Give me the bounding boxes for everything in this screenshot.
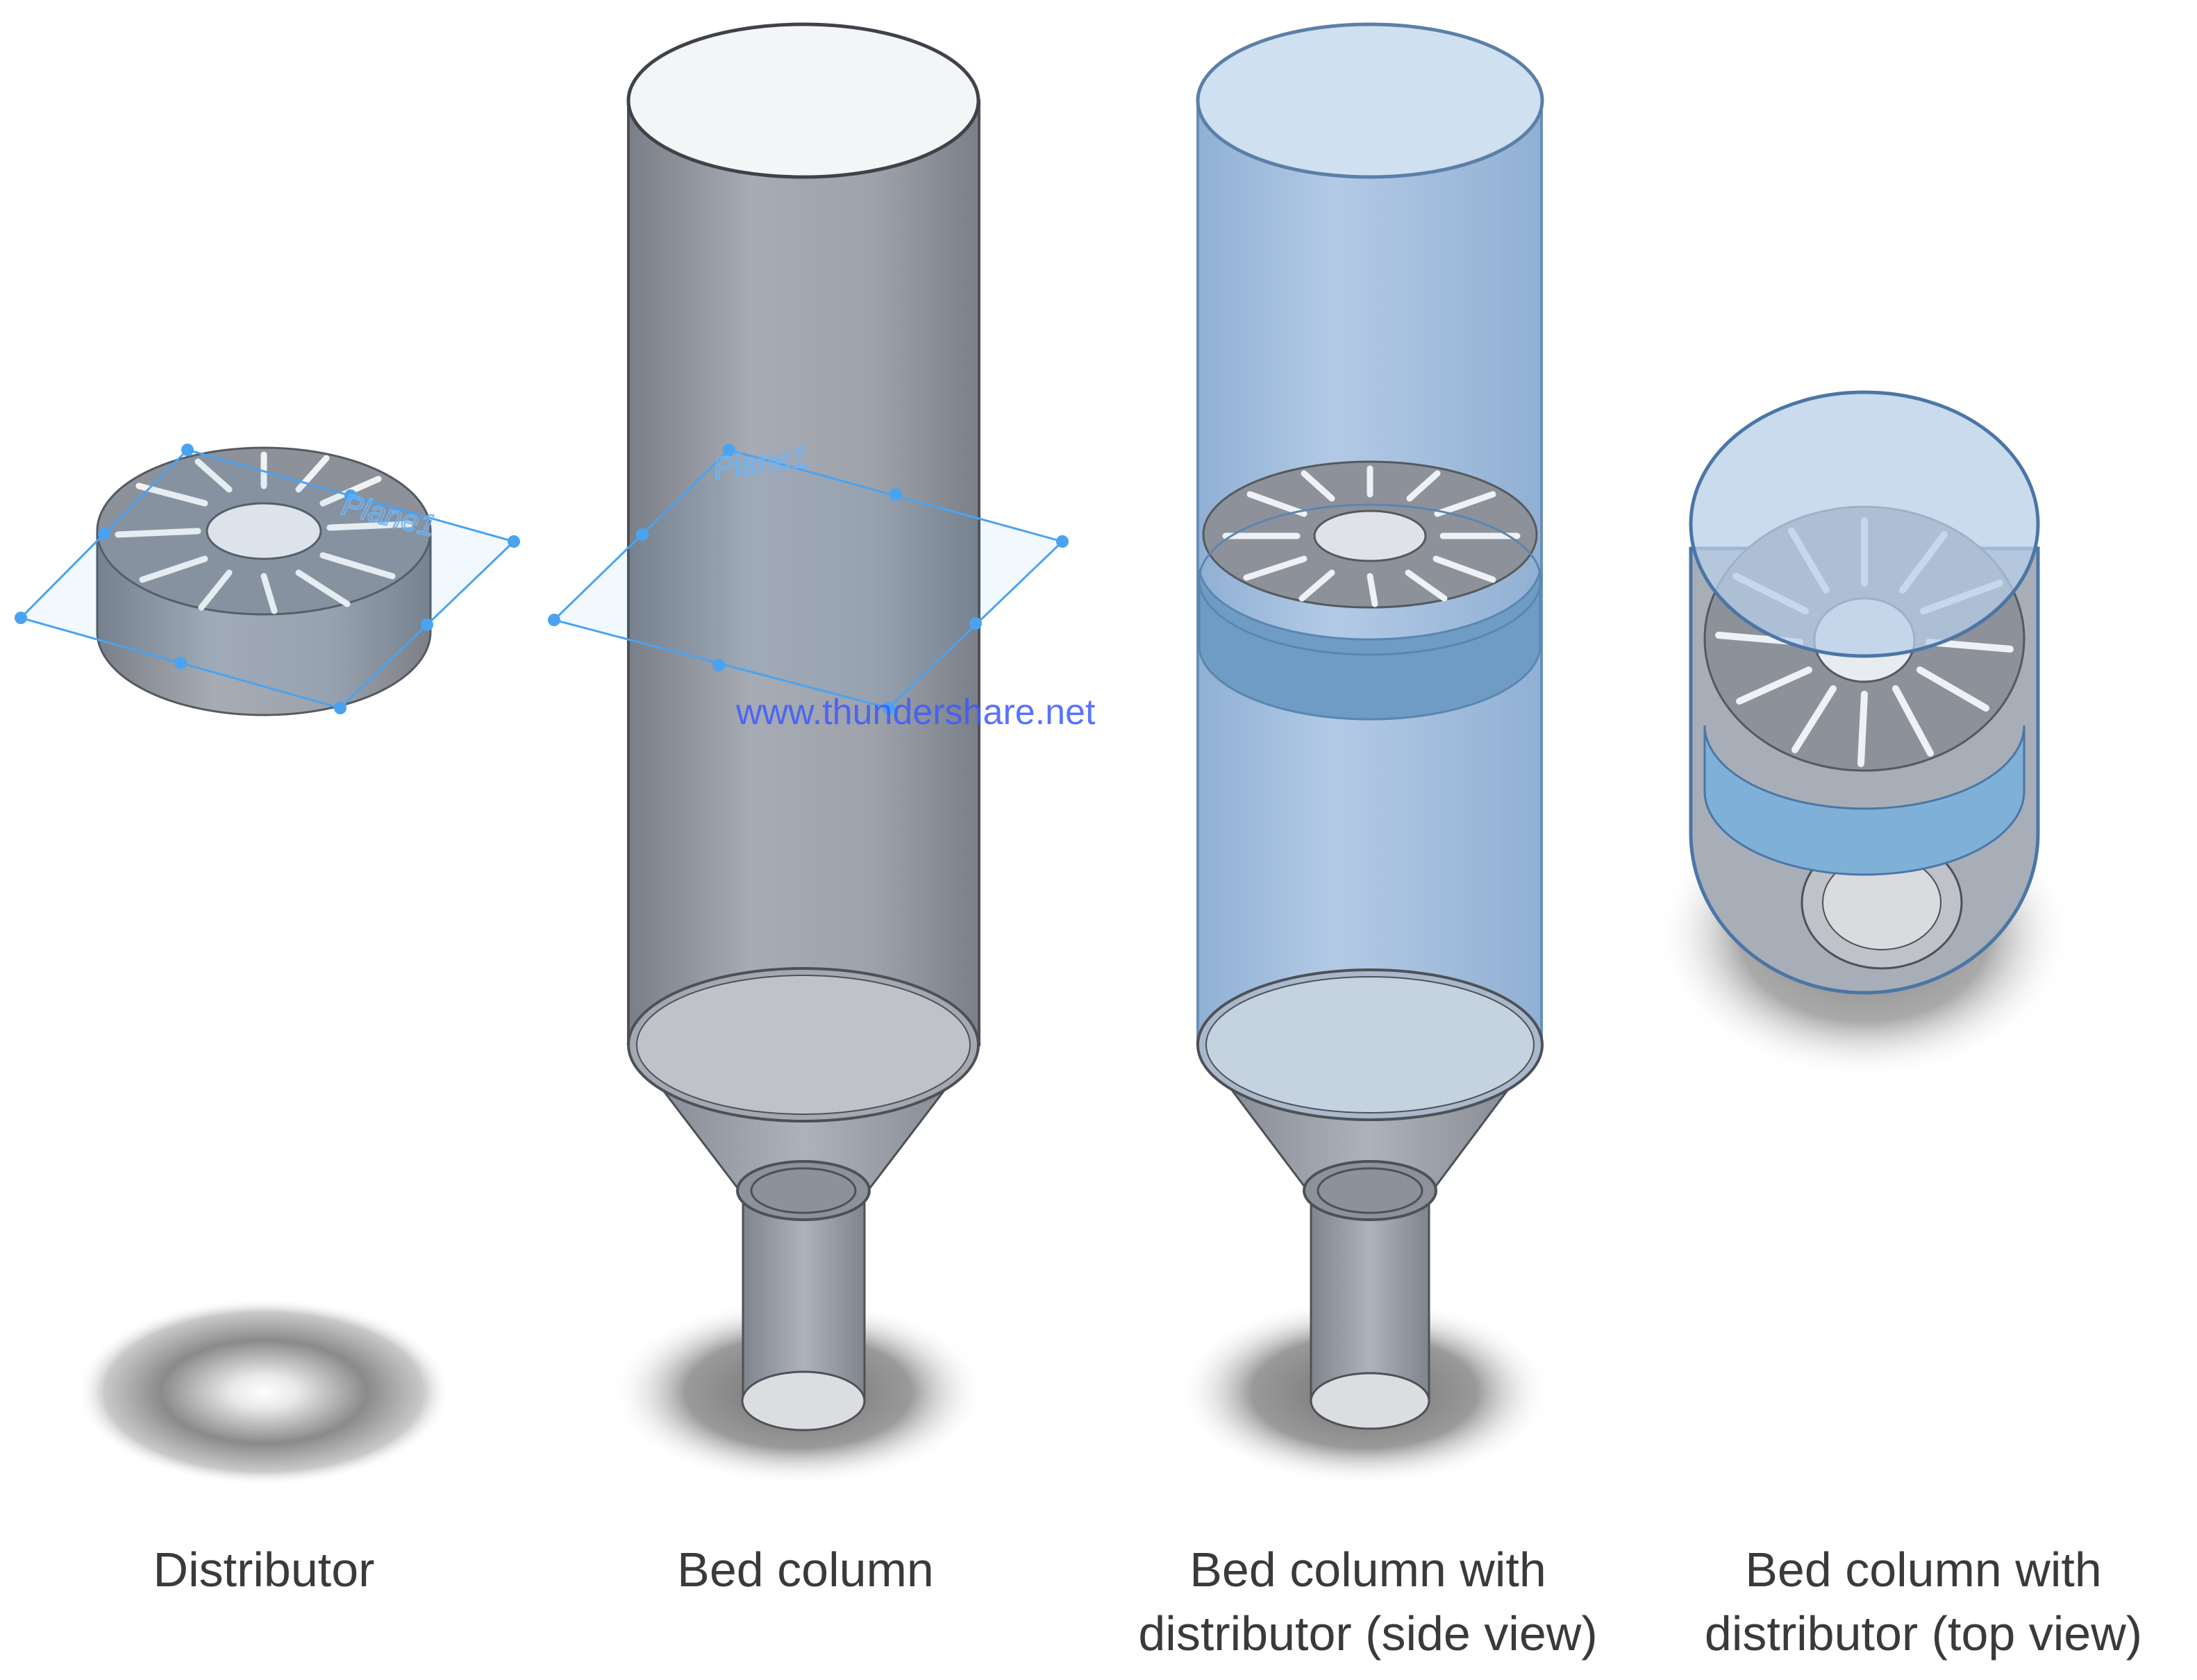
bed-column-top-opening — [626, 22, 980, 179]
distributor-center-hole — [206, 502, 322, 560]
side-view-drawing — [1177, 22, 1552, 1486]
side-view-outlet-bottom — [1310, 1372, 1430, 1430]
distributor-floor-shadow — [76, 1298, 451, 1486]
distributor-plane-handles — [15, 444, 520, 714]
distributor-drawing: Plane1 — [15, 444, 520, 1486]
side-view-outlet-ring — [1303, 1160, 1437, 1221]
top-view-drawing — [1656, 390, 2073, 1080]
side-view-outlet-stem — [1310, 1193, 1430, 1404]
bed-column-outlet-bottom — [741, 1370, 866, 1431]
bed-column-tube — [627, 99, 980, 1046]
caption-bed-column: Bed column — [590, 1538, 1021, 1602]
side-view-distributor-band — [1198, 569, 1542, 721]
caption-top-view-line-2: distributor (top view) — [1704, 1606, 2143, 1661]
caption-side-view-line-1: Bed column with — [1189, 1543, 1546, 1597]
caption-distributor: Distributor — [56, 1538, 472, 1602]
distributor-plane — [19, 448, 516, 709]
side-view-distributor-vanes — [1222, 465, 1521, 607]
caption-top-view: Bed column with distributor (top view) — [1660, 1538, 2187, 1665]
top-view-top-opening — [1689, 390, 2040, 658]
caption-side-view-line-2: distributor (side view) — [1138, 1606, 1598, 1661]
bed-column-outlet-ring — [736, 1160, 871, 1221]
side-view-top-opening — [1196, 22, 1544, 179]
bed-column-outlet-stem — [742, 1193, 866, 1404]
bed-column-plane-handles — [548, 444, 1069, 714]
caption-side-view: Bed column with distributor (side view) — [1055, 1538, 1680, 1665]
watermark-text: www.thundershare.net — [735, 692, 1096, 732]
caption-top-view-line-1: Bed column with — [1745, 1543, 2102, 1597]
caption-distributor-line-1: Distributor — [153, 1543, 375, 1597]
bed-column-drawing: Plane1 — [548, 22, 1069, 1486]
caption-bed-column-line-1: Bed column — [677, 1543, 934, 1597]
top-view-distributor-band — [1703, 725, 2025, 876]
side-view-distributor-hole — [1313, 510, 1427, 562]
